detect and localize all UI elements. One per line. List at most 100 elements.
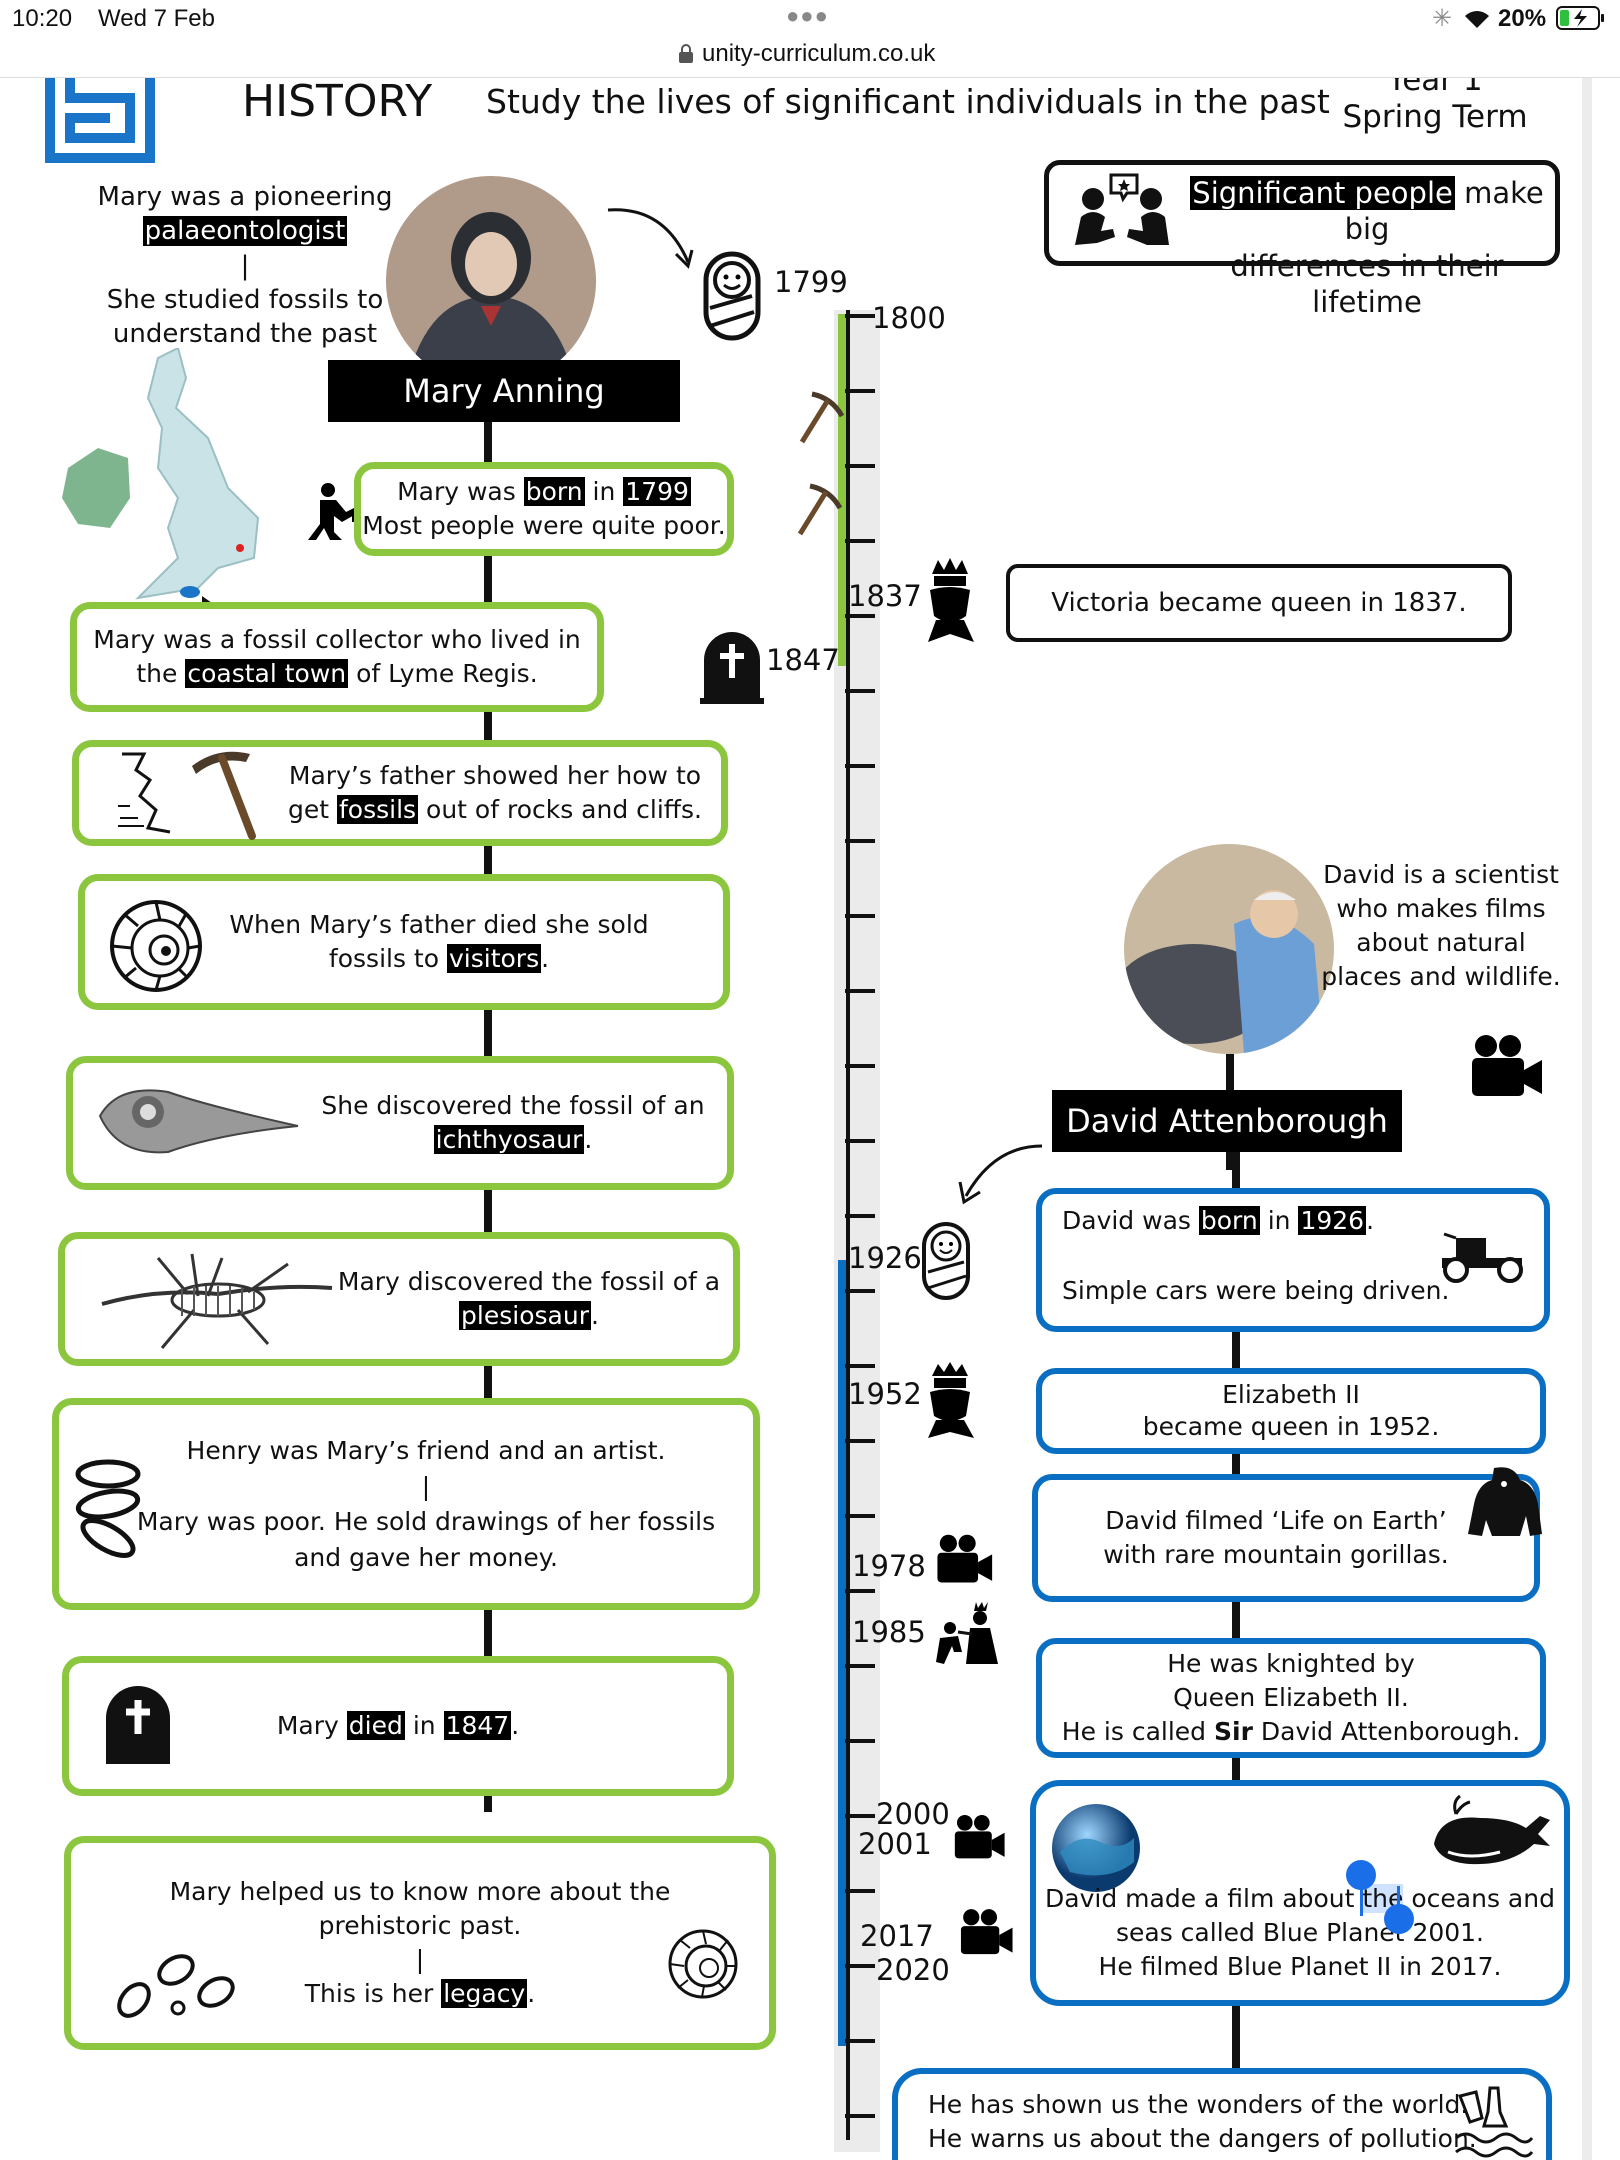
box-text: in xyxy=(1267,1206,1291,1235)
mary-portrait[interactable] xyxy=(386,176,596,386)
term-info: Year 1 Spring Term xyxy=(1330,78,1540,136)
curved-arrow xyxy=(958,1144,1043,1205)
box-text: prehistoric past. xyxy=(318,1911,522,1940)
selection-end-bar xyxy=(1397,1886,1400,1916)
box-text: 2001. xyxy=(1412,1918,1485,1947)
mary-intro-line: understand the past xyxy=(112,319,378,350)
selection-end-handle[interactable] xyxy=(1384,1904,1414,1934)
ammonite-icon xyxy=(668,1929,738,1999)
timeline-label: 2001 xyxy=(858,1827,932,1861)
box-text: . xyxy=(541,944,550,973)
mary-intro-line: Mary was a pioneering xyxy=(97,182,393,212)
bracelet-icon xyxy=(75,1459,141,1558)
box-text: Mary was poor. He sold drawings of her f… xyxy=(136,1507,716,1536)
box-text: . xyxy=(1366,1206,1375,1235)
footprints-icon xyxy=(117,1954,235,2018)
url-bar[interactable]: unity-curriculum.co.uk xyxy=(0,36,1620,78)
box-text: and gave her money. xyxy=(294,1542,558,1572)
box-text: the xyxy=(136,659,178,688)
box-text: When Mary’s father died she sold xyxy=(229,909,649,939)
box-text: Mary discovered the fossil of a xyxy=(337,1266,721,1296)
box-text: Queen Elizabeth II. xyxy=(1173,1683,1409,1712)
box-text: . xyxy=(590,1301,599,1330)
box-text: with rare mountain gorillas. xyxy=(1103,1540,1449,1569)
gravestone-icon xyxy=(106,1686,170,1764)
mary-coastal-box: Mary was a fossil collector who lived in… xyxy=(70,602,604,712)
cliff-icon xyxy=(118,752,171,834)
box-text: of Lyme Regis. xyxy=(356,659,538,688)
box-text: get xyxy=(287,795,330,824)
url-text[interactable]: unity-curriculum.co.uk xyxy=(702,40,936,67)
box-highlight: legacy xyxy=(441,1979,528,2008)
camera-icon xyxy=(937,1534,993,1583)
mary-born-label: 1799 xyxy=(774,265,848,299)
box-text: . xyxy=(584,1125,593,1154)
more-icon[interactable]: ●●● xyxy=(786,3,829,28)
logo-icon[interactable] xyxy=(44,78,156,163)
queen-icon xyxy=(928,1362,974,1438)
timeline-tick xyxy=(845,539,875,543)
timeline-tick xyxy=(845,1214,875,1218)
box-separator: | xyxy=(415,1945,425,1974)
pollution-box: He has shown us the wonders of the world… xyxy=(892,2068,1552,2160)
david-intro: David is a scientist who makes films abo… xyxy=(1316,858,1566,994)
timeline-tick xyxy=(845,2039,875,2043)
signal-icon: ✳ xyxy=(1432,5,1453,32)
timeline-label: 2017 xyxy=(860,1919,934,1953)
box-highlight: ichthyosaur xyxy=(433,1125,585,1154)
david-intro-line: places and wildlife. xyxy=(1321,962,1561,991)
timeline-tick xyxy=(845,464,875,468)
earth-icon xyxy=(1052,1804,1140,1892)
box-text: Mary helped us to know more about the xyxy=(169,1877,671,1906)
box-highlight: born xyxy=(1198,1206,1260,1235)
box-text: . xyxy=(527,1979,536,2008)
pickaxe-icon xyxy=(799,391,844,444)
box-text: in xyxy=(412,1710,436,1740)
timeline-label: 1985 xyxy=(852,1615,926,1649)
document-page: HISTORY Study the lives of significant i… xyxy=(0,78,1620,2160)
ichthyosaur-icon xyxy=(98,1089,299,1154)
timeline-label: 1837 xyxy=(848,579,922,613)
box-highlight: died xyxy=(346,1710,405,1740)
timeline-tick xyxy=(845,1514,875,1518)
significant-text: Significant people make big differences … xyxy=(1177,175,1557,320)
uk-map xyxy=(62,348,260,618)
mary-name-label: Mary Anning xyxy=(328,360,680,422)
victoria-box: Victoria became queen in 1837. xyxy=(1006,564,1512,642)
timeline-tick xyxy=(845,1064,875,1068)
timeline-tick xyxy=(845,314,875,318)
david-portrait[interactable] xyxy=(1124,844,1334,1054)
box-text: . xyxy=(511,1710,520,1740)
term-label: Spring Term xyxy=(1342,99,1528,136)
significant-line2: differences in their lifetime xyxy=(1230,248,1504,319)
box-highlight: visitors xyxy=(446,944,542,973)
david-life-bar xyxy=(838,1260,848,2046)
wifi-icon xyxy=(1465,11,1489,28)
box-text: Mary was a fossil collector who lived in xyxy=(93,624,581,654)
box-text: Simple cars were being driven. xyxy=(1062,1276,1450,1305)
lock-icon xyxy=(679,44,693,63)
timeline-tick xyxy=(845,1139,875,1143)
box-text: Most people were quite poor. xyxy=(362,511,726,540)
box-text: Mary xyxy=(276,1710,339,1740)
timeline-label: 1800 xyxy=(872,301,946,335)
david-intro-line: who makes films xyxy=(1336,894,1546,923)
timeline-label: 1926 xyxy=(848,1241,922,1275)
box-text: Mary was xyxy=(397,476,516,506)
box-text: David Attenborough. xyxy=(1260,1717,1521,1746)
baby-icon xyxy=(922,1222,970,1300)
box-text: He is called xyxy=(1061,1717,1207,1746)
box-highlight: born xyxy=(523,476,585,506)
significant-highlight: Significant people xyxy=(1190,176,1455,210)
box-text: oceans and xyxy=(1411,1884,1555,1913)
selection-start-bar xyxy=(1360,1884,1363,1916)
mary-intro-line: She studied fossils to xyxy=(106,284,384,315)
timeline-tick xyxy=(845,1364,875,1368)
mary-intro-separator: | xyxy=(240,250,250,281)
life-on-earth-box: David filmed ‘Life on Earth’with rare mo… xyxy=(1032,1474,1540,1602)
mary-intro: Mary was a pioneering palaeontologist | … xyxy=(80,180,410,352)
subject-title: HISTORY xyxy=(242,78,433,127)
box-highlight: 1926 xyxy=(1298,1206,1367,1235)
